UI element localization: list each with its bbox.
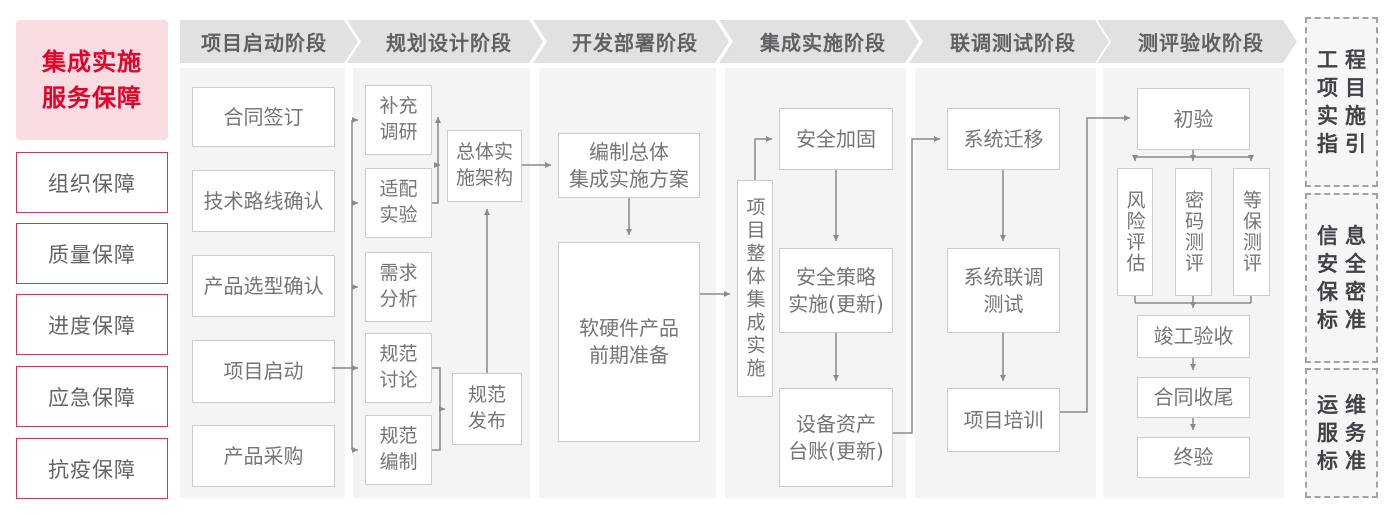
box-specification-drafting: 规范 编制: [365, 415, 432, 485]
phase-banner-development-deployment: 开发部署阶段: [533, 20, 729, 63]
sidebar-item-schedule-guarantee: 进度保障: [16, 294, 168, 355]
box-risk-assessment: 风险评估: [1117, 168, 1153, 296]
box-compile-overall-integration-plan: 编制总体 集成实施方案: [558, 133, 700, 198]
box-specification-release: 规范 发布: [452, 373, 522, 445]
sidebar-title-line-2: 服务保障: [42, 84, 142, 112]
box-security-policy-implementation: 安全策略 实施(更新): [779, 248, 893, 333]
sidebar-title: 集成实施 服务保障: [16, 20, 168, 140]
standard-line: 安全: [1317, 251, 1373, 276]
box-initial-acceptance: 初验: [1137, 88, 1250, 150]
sidebar-title-line-1: 集成实施: [42, 48, 142, 76]
box-product-procurement: 产品采购: [192, 425, 335, 487]
sidebar-item-quality-guarantee: 质量保障: [16, 223, 168, 284]
phase-banner-planning-design: 规划设计阶段: [347, 20, 543, 63]
phase-banner-evaluation-acceptance: 测评验收阶段: [1097, 20, 1297, 63]
standard-line: 信息: [1317, 223, 1373, 248]
box-tech-route-confirmation: 技术路线确认: [192, 170, 335, 232]
standard-card-project-implementation-guide: 工程 项目 实施 指引: [1305, 17, 1378, 187]
standard-line: 运维: [1317, 392, 1373, 417]
box-equipment-asset-ledger: 设备资产 台账(更新): [779, 388, 893, 487]
box-contract-closure: 合同收尾: [1137, 377, 1250, 418]
box-adaptation-experiment: 适配 实验: [365, 168, 432, 238]
standard-line: 保密: [1317, 280, 1373, 304]
box-project-kickoff: 项目启动: [192, 340, 335, 403]
standard-line: 实施: [1317, 104, 1373, 128]
sidebar-item-organization-guarantee: 组织保障: [16, 152, 168, 213]
standard-line: 服务: [1317, 420, 1373, 445]
box-system-joint-debugging-test: 系统联调 测试: [947, 248, 1060, 333]
standard-line: 标准: [1317, 308, 1373, 333]
box-cryptography-evaluation: 密码测评: [1175, 168, 1212, 296]
standard-line: 指引: [1317, 132, 1373, 157]
box-software-hardware-preparation: 软硬件产品 前期准备: [558, 242, 700, 442]
sidebar-item-epidemic-guarantee: 抗疫保障: [16, 438, 168, 499]
standard-card-operation-maintenance-service: 运维 服务 标准: [1305, 368, 1378, 498]
box-specification-discussion: 规范 讨论: [365, 333, 432, 403]
phase-banner-joint-testing: 联调测试阶段: [909, 20, 1109, 63]
box-supplementary-research: 补充 调研: [365, 85, 432, 155]
box-final-acceptance: 终验: [1137, 437, 1250, 478]
box-overall-implementation-architecture: 总体实 施架构: [447, 130, 522, 202]
standard-line: 标准: [1317, 449, 1373, 474]
box-contract-signing: 合同签订: [192, 87, 335, 147]
standard-card-information-security-confidentiality: 信息 安全 保密 标准: [1305, 193, 1378, 363]
phase-banner-project-initiation: 项目启动阶段: [180, 20, 358, 63]
box-system-migration: 系统迁移: [947, 108, 1060, 170]
sidebar-item-emergency-guarantee: 应急保障: [16, 366, 168, 427]
box-project-training: 项目培训: [947, 388, 1060, 452]
box-security-hardening: 安全加固: [779, 108, 893, 170]
standard-line: 工程: [1317, 47, 1373, 72]
phase-banner-integration-implementation: 集成实施阶段: [719, 20, 919, 63]
box-classified-protection-evaluation: 等保测评: [1233, 168, 1270, 296]
box-overall-integration-implementation: 项目整体集成实施: [737, 180, 773, 397]
box-completion-acceptance: 竣工验收: [1137, 315, 1250, 358]
standard-line: 项目: [1317, 75, 1373, 100]
box-product-selection-confirmation: 产品选型确认: [192, 255, 335, 317]
box-requirement-analysis: 需求 分析: [365, 252, 432, 322]
